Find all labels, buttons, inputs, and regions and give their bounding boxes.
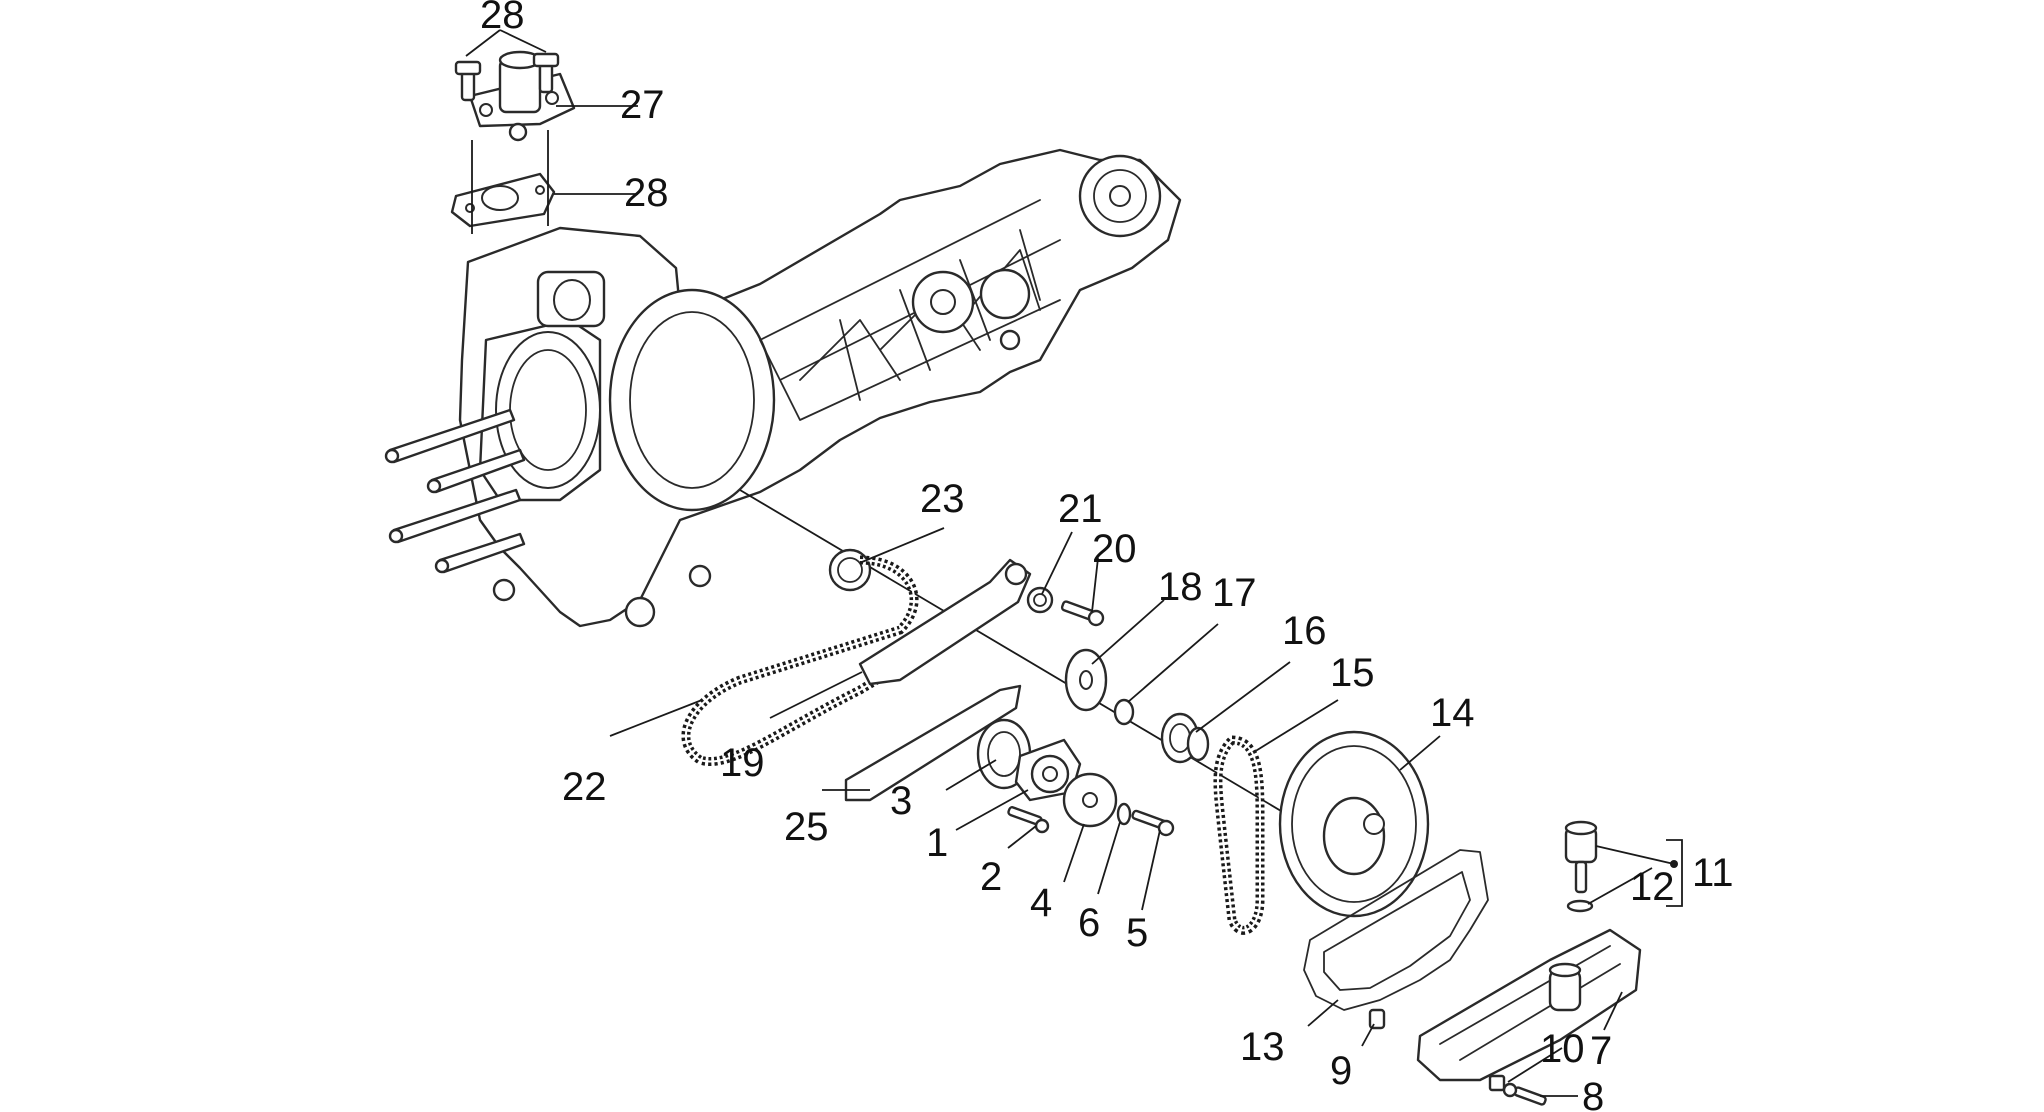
thrust-washer [1064,648,1108,712]
callout-25: 25 [784,805,829,849]
callout-6: 6 [1078,901,1100,945]
callout-10: 10 [1540,1027,1585,1071]
callouts: 28 27 28 23 21 20 18 17 16 15 14 22 19 2… [480,0,1734,1112]
callout-22: 22 [562,765,607,809]
tensioner-guide-lines [471,130,549,234]
callout-14: 14 [1430,691,1475,735]
callout-19: 19 [720,741,765,785]
tensioner-screws [454,52,560,102]
tensioner-gasket [450,172,556,228]
oil-sump [1416,928,1642,1082]
callout-23: 23 [920,477,965,521]
chain-guide [858,558,1032,686]
crank-sprocket [828,548,872,592]
callout-17: 17 [1212,571,1257,615]
pump-drive-sprocket [1160,712,1210,764]
callout-13: 13 [1240,1025,1285,1069]
pivot-bushing [1026,586,1054,614]
callout-16: 16 [1282,609,1327,653]
drain-plug [1368,1008,1386,1030]
callout-7: 7 [1590,1029,1612,1073]
callout-8: 8 [1582,1075,1604,1112]
sump-clip [1488,1074,1506,1092]
timing-chain [681,555,963,766]
callout-1: 1 [926,821,948,865]
o-ring [1113,698,1135,726]
pump-chain [1213,735,1265,935]
crankcase [384,148,1182,628]
sprocket-screw [1131,809,1175,837]
callout-12: 12 [1630,865,1675,909]
callout-4: 4 [1030,881,1052,925]
callout-21: 21 [1058,487,1103,531]
callout-28: 28 [624,171,669,215]
callout-9: 9 [1330,1049,1352,1093]
callout-27: 28 [480,0,525,37]
callout-15: 15 [1330,651,1375,695]
sump-gasket [1303,849,1489,1011]
callout-2: 2 [980,855,1002,899]
assembly-axis [739,489,1331,841]
callout-5: 5 [1126,911,1148,955]
oil-pump-sprocket [1062,772,1118,828]
dipstick-o-ring [1566,899,1594,913]
oil-dipstick [1564,820,1598,894]
pump-cover [1278,730,1430,918]
sump-screw [1502,1082,1547,1106]
callout-26: 27 [620,83,665,127]
callout-18: 18 [1158,565,1203,609]
sprocket-washer [1116,802,1132,826]
callout-20: 20 [1092,527,1137,571]
pivot-screw [1060,600,1105,627]
pump-screw [1007,806,1050,834]
callout-11: 11 [1692,851,1734,895]
leader-lines [465,29,1683,1097]
chain-slider [844,684,1022,802]
callout-3: 3 [890,779,912,823]
